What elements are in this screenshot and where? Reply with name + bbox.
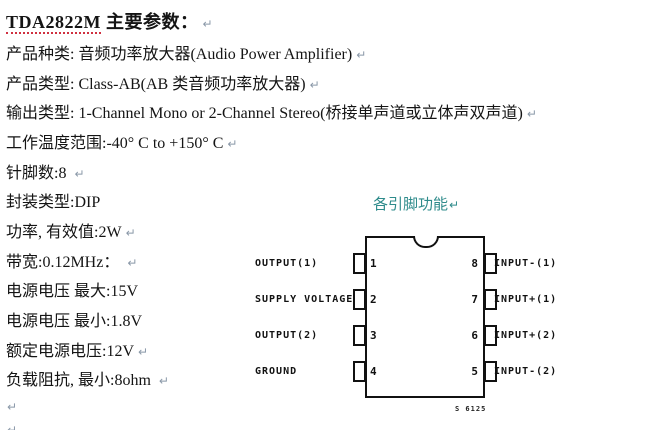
param-line-product-type: 产品类型: Class-AB(AB 类音频功率放大器)↵ xyxy=(6,75,320,95)
pin-lead-7 xyxy=(484,289,497,310)
param-text: 封装类型:DIP xyxy=(6,194,101,211)
param-text: 带宽:0.12MHz： xyxy=(6,254,124,271)
param-text: 工作温度范围:-40° C to +150° C xyxy=(6,135,224,152)
pin-label-input-minus-2: INPUT-(2) xyxy=(494,366,558,377)
param-line-product-kind: 产品种类: 音频功率放大器(Audio Power Amplifier)↵ xyxy=(6,45,366,65)
pin-number-4: 4 xyxy=(370,365,377,378)
paragraph-mark-icon: ↵ xyxy=(138,345,149,359)
param-line-temp-range: 工作温度范围:-40° C to +150° C↵ xyxy=(6,134,237,154)
param-text: 输出类型: 1-Channel Mono or 2-Channel Stereo… xyxy=(6,105,523,122)
param-line-load-impedance: 负载阻抗, 最小:8ohm ↵ xyxy=(6,371,169,391)
pin-number-2: 2 xyxy=(370,293,377,306)
paragraph-mark-icon: ↵ xyxy=(7,423,18,430)
param-line-bandwidth: 带宽:0.12MHz： ↵ xyxy=(6,253,137,273)
paragraph-mark-icon: ↵ xyxy=(7,400,18,414)
pin-number-5: 5 xyxy=(471,365,478,378)
pin-lead-3 xyxy=(353,325,366,346)
pin-number-1: 1 xyxy=(370,257,377,270)
param-text: 针脚数:8 xyxy=(6,165,71,182)
figure-code: S 6125 xyxy=(455,405,487,413)
paragraph-mark-icon: ↵ xyxy=(158,374,169,388)
pin-label-supply-voltage: SUPPLY VOLTAGE xyxy=(255,294,354,305)
paragraph-mark-icon: ↵ xyxy=(127,256,138,270)
param-text: 功率, 有效值:2W xyxy=(6,224,122,241)
pin-lead-1 xyxy=(353,253,366,274)
empty-paragraph: ↵ xyxy=(3,420,17,430)
paragraph-mark-icon: ↵ xyxy=(202,17,214,31)
param-text: 额定电源电压:12V xyxy=(6,343,135,360)
pin-number-3: 3 xyxy=(370,329,377,342)
pin-lead-4 xyxy=(353,361,366,382)
param-text: 产品类型: Class-AB(AB 类音频功率放大器) xyxy=(6,76,306,93)
param-text: 产品种类: 音频功率放大器(Audio Power Amplifier) xyxy=(6,46,353,63)
pin-function-heading: 各引脚功能↵ xyxy=(373,193,459,214)
param-line-package-type: 封装类型:DIP xyxy=(6,193,100,213)
pin-label-input-plus-2: INPUT+(2) xyxy=(494,330,558,341)
param-line-output-type: 输出类型: 1-Channel Mono or 2-Channel Stereo… xyxy=(6,104,537,124)
param-line-vnominal: 额定电源电压:12V↵ xyxy=(6,342,148,362)
pin-label-ground: GROUND xyxy=(255,366,298,377)
pin-label-output2: OUTPUT(2) xyxy=(255,330,319,341)
paragraph-mark-icon: ↵ xyxy=(227,137,238,151)
param-line-vmin: 电源电压 最小:1.8V xyxy=(6,312,142,332)
pin-lead-5 xyxy=(484,361,497,382)
pin-lead-2 xyxy=(353,289,366,310)
pin-number-6: 6 xyxy=(471,329,478,342)
pin-lead-6 xyxy=(484,325,497,346)
pin-function-heading-label: 各引脚功能 xyxy=(373,197,449,213)
paragraph-mark-icon: ↵ xyxy=(526,107,537,121)
param-text: 电源电压 最大:15V xyxy=(6,283,139,300)
pin-label-input-minus-1: INPUT-(1) xyxy=(494,258,558,269)
title-suffix: 主要参数： xyxy=(106,12,199,32)
pin-lead-8 xyxy=(484,253,497,274)
paragraph-mark-icon: ↵ xyxy=(125,226,136,240)
param-line-power: 功率, 有效值:2W↵ xyxy=(6,223,136,243)
param-text: 电源电压 最小:1.8V xyxy=(6,313,143,330)
pin-number-7: 7 xyxy=(471,293,478,306)
paragraph-mark-icon: ↵ xyxy=(356,48,367,62)
pin-label-output1: OUTPUT(1) xyxy=(255,258,319,269)
paragraph-mark-icon: ↵ xyxy=(449,198,460,212)
empty-paragraph: ↵ xyxy=(3,397,17,417)
pin-label-input-plus-1: INPUT+(1) xyxy=(494,294,558,305)
param-line-pin-count: 针脚数:8 ↵ xyxy=(6,164,85,184)
pin-number-8: 8 xyxy=(471,257,478,270)
chip-body xyxy=(365,236,485,398)
part-number: TDA2822M xyxy=(6,12,101,34)
paragraph-mark-icon: ↵ xyxy=(74,167,85,181)
param-line-vmax: 电源电压 最大:15V xyxy=(6,282,138,302)
param-text: 负载阻抗, 最小:8ohm xyxy=(6,372,155,389)
paragraph-mark-icon: ↵ xyxy=(309,78,320,92)
